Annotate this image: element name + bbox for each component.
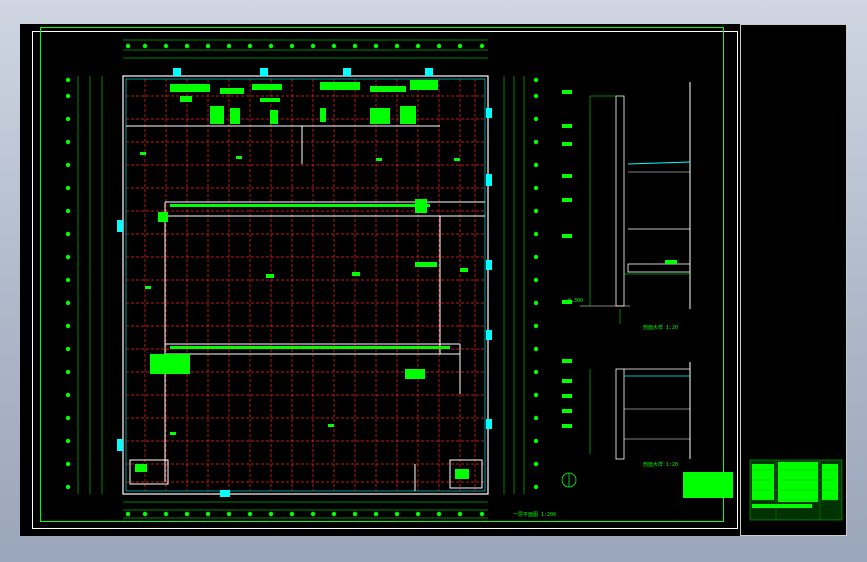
- section-detail-2: [562, 359, 691, 460]
- perimeter-doors: [117, 68, 492, 497]
- top-axis-bubbles: [125, 43, 485, 49]
- drawing-frame: [32, 31, 738, 529]
- grid-vertical-lines: [144, 79, 476, 491]
- top-room-annotations: [170, 80, 438, 124]
- right-axis-bubbles: [533, 77, 539, 490]
- notes-block: [683, 472, 733, 498]
- section-1-title: 剖面大样 1:20: [643, 325, 679, 331]
- title-block-fills: [752, 462, 838, 508]
- north-arrow-icon: [561, 472, 577, 488]
- interior-partitions: [126, 125, 485, 491]
- section-2-title: 剖面大样 1:20: [643, 462, 679, 468]
- top-dimension-lines: [123, 39, 488, 59]
- bottom-dimension-lines: [123, 501, 488, 519]
- bottom-axis-bubbles: [125, 511, 485, 517]
- drawing-inner-frame: [40, 27, 724, 522]
- plan-title: 一层平面图 1:200: [513, 512, 557, 518]
- cad-viewport[interactable]: 一层平面图 1:200 剖面大样 1:20 剖面大样 1:20 -0.300: [20, 24, 847, 536]
- side-panel-frame: [740, 24, 847, 536]
- floor-plan-drawing: [65, 39, 843, 521]
- corridor-annotations: [135, 199, 469, 479]
- left-dimension-lines: [77, 76, 103, 494]
- title-block-grid: [750, 460, 842, 520]
- grid-horizontal-lines: [126, 95, 485, 483]
- elevation-mark: -0.300: [565, 298, 584, 304]
- plan-outer-wall: [122, 75, 489, 495]
- left-axis-bubbles: [65, 77, 71, 490]
- plan-inner-wall: [125, 78, 486, 492]
- section-detail-1: [562, 82, 691, 324]
- right-dimension-lines: [503, 76, 525, 494]
- room-labels: [140, 152, 468, 435]
